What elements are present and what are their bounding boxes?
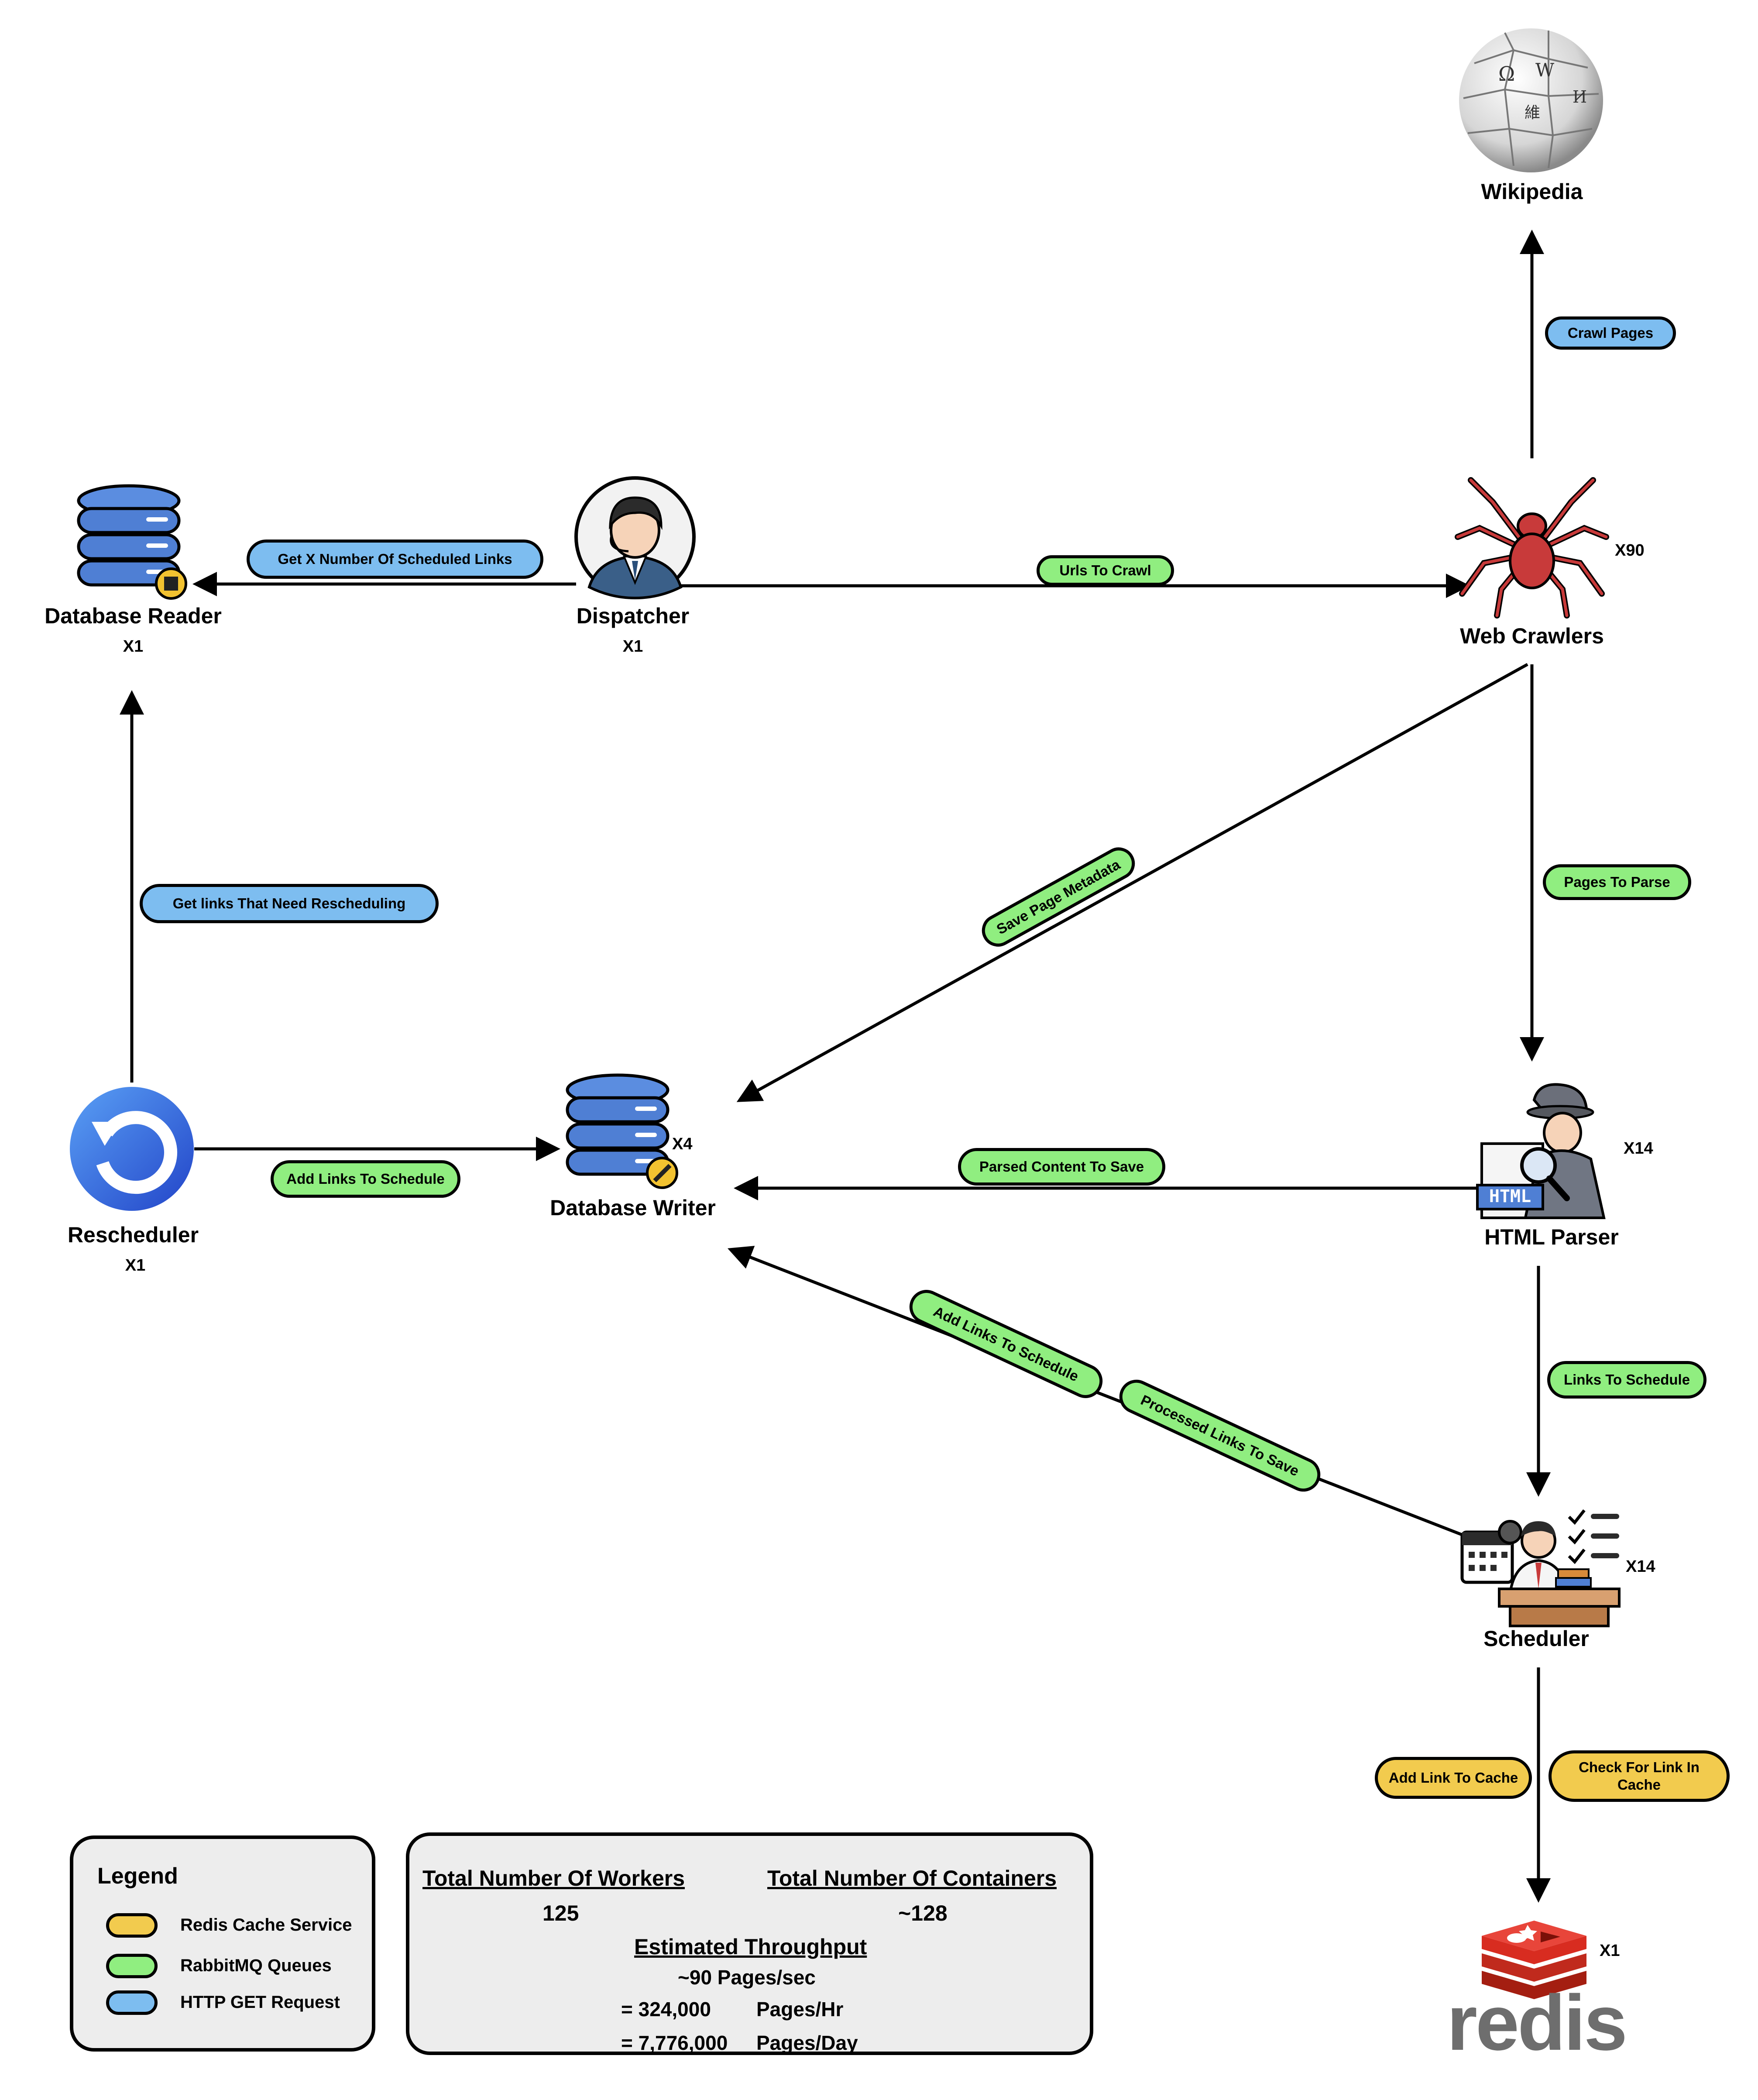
scheduler-label: Scheduler <box>1483 1626 1589 1651</box>
redis-logo-text: redis <box>1446 1979 1628 2067</box>
add-link-to-cache-pill: Add Link To Cache <box>1375 1757 1532 1799</box>
dispatcher-icon <box>574 476 696 600</box>
add-links-to-schedule-left-pill: Add Links To Schedule <box>271 1160 460 1198</box>
legend-label-rabbitmq: RabbitMQ Queues <box>180 1956 332 1975</box>
redis-count: X1 <box>1600 1942 1620 1960</box>
scheduler-icon <box>1460 1509 1621 1627</box>
html-parser-icon <box>1476 1083 1606 1219</box>
total-workers-value: 125 <box>543 1901 579 1925</box>
database-writer-label: Database Writer <box>550 1196 716 1220</box>
parsed-content-to-save-pill: Parsed Content To Save <box>958 1148 1165 1186</box>
get-scheduled-links-pill: Get X Number Of Scheduled Links <box>247 540 543 579</box>
check-for-link-in-cache-pill: Check For Link In Cache <box>1549 1750 1730 1802</box>
database-reader-count: X1 <box>123 637 144 656</box>
html-icon-text: HTML <box>1489 1186 1531 1206</box>
wikipedia-label: Wikipedia <box>1481 179 1583 204</box>
database-reader-label: Database Reader <box>45 604 222 628</box>
html-parser-count: X14 <box>1624 1139 1653 1158</box>
dispatcher-label: Dispatcher <box>576 604 690 628</box>
svg-text:維: 維 <box>1525 104 1540 122</box>
total-containers-label: Total Number Of Containers <box>767 1866 1057 1890</box>
rescheduler-icon <box>70 1087 194 1211</box>
total-workers-label: Total Number Of Workers <box>422 1866 685 1890</box>
legend-label-redis: Redis Cache Service <box>180 1915 352 1935</box>
get-links-rescheduling-pill: Get links That Need Rescheduling <box>140 884 439 923</box>
legend-box: Legend Redis Cache Service RabbitMQ Queu… <box>70 1835 375 2052</box>
scheduler-count: X14 <box>1626 1557 1655 1576</box>
svg-text:Ω: Ω <box>1498 62 1515 86</box>
edge-save-page-metadata <box>736 663 1528 1102</box>
spider-icon <box>1455 477 1609 619</box>
legend-label-http: HTTP GET Request <box>180 1993 340 2012</box>
urls-to-crawl-pill: Urls To Crawl <box>1037 555 1174 586</box>
web-crawlers-label: Web Crawlers <box>1460 624 1604 648</box>
legend-title: Legend <box>97 1863 178 1889</box>
web-crawlers-count: X90 <box>1615 541 1645 560</box>
svg-text:W: W <box>1535 59 1555 81</box>
throughput-per-day-unit: Pages/Day <box>756 2031 858 2054</box>
dispatcher-count: X1 <box>622 637 643 656</box>
edge-processed-links <box>727 1246 1465 1537</box>
links-to-schedule-pill: Links To Schedule <box>1547 1361 1706 1399</box>
svg-text:И: И <box>1573 87 1587 107</box>
stats-box: Total Number Of Workers 125 Total Number… <box>406 1832 1093 2055</box>
database-reader-icon <box>77 484 187 600</box>
rescheduler-label: Rescheduler <box>67 1223 199 1247</box>
pages-to-parse-pill: Pages To Parse <box>1543 864 1691 900</box>
rescheduler-count: X1 <box>125 1256 146 1275</box>
throughput-per-sec: ~90 Pages/sec <box>678 1966 816 1989</box>
crawl-pages-pill: Crawl Pages <box>1545 316 1676 350</box>
html-parser-label: HTML Parser <box>1484 1225 1619 1249</box>
database-writer-icon <box>566 1073 678 1189</box>
wikipedia-globe-icon: Ω W И 維 <box>1459 28 1603 172</box>
legend-swatch-http <box>106 1990 158 2015</box>
legend-swatch-redis <box>106 1913 158 1938</box>
legend-swatch-rabbitmq <box>106 1954 158 1978</box>
throughput-label: Estimated Throughput <box>634 1935 867 1959</box>
total-containers-value: ~128 <box>898 1901 948 1925</box>
database-writer-count: X4 <box>672 1135 693 1153</box>
throughput-per-hr-value: = 324,000 <box>621 1998 711 2021</box>
redis-stack-icon <box>1482 1921 1586 1999</box>
throughput-per-day-value: = 7,776,000 <box>621 2031 728 2054</box>
throughput-per-hr-unit: Pages/Hr <box>756 1998 844 2021</box>
